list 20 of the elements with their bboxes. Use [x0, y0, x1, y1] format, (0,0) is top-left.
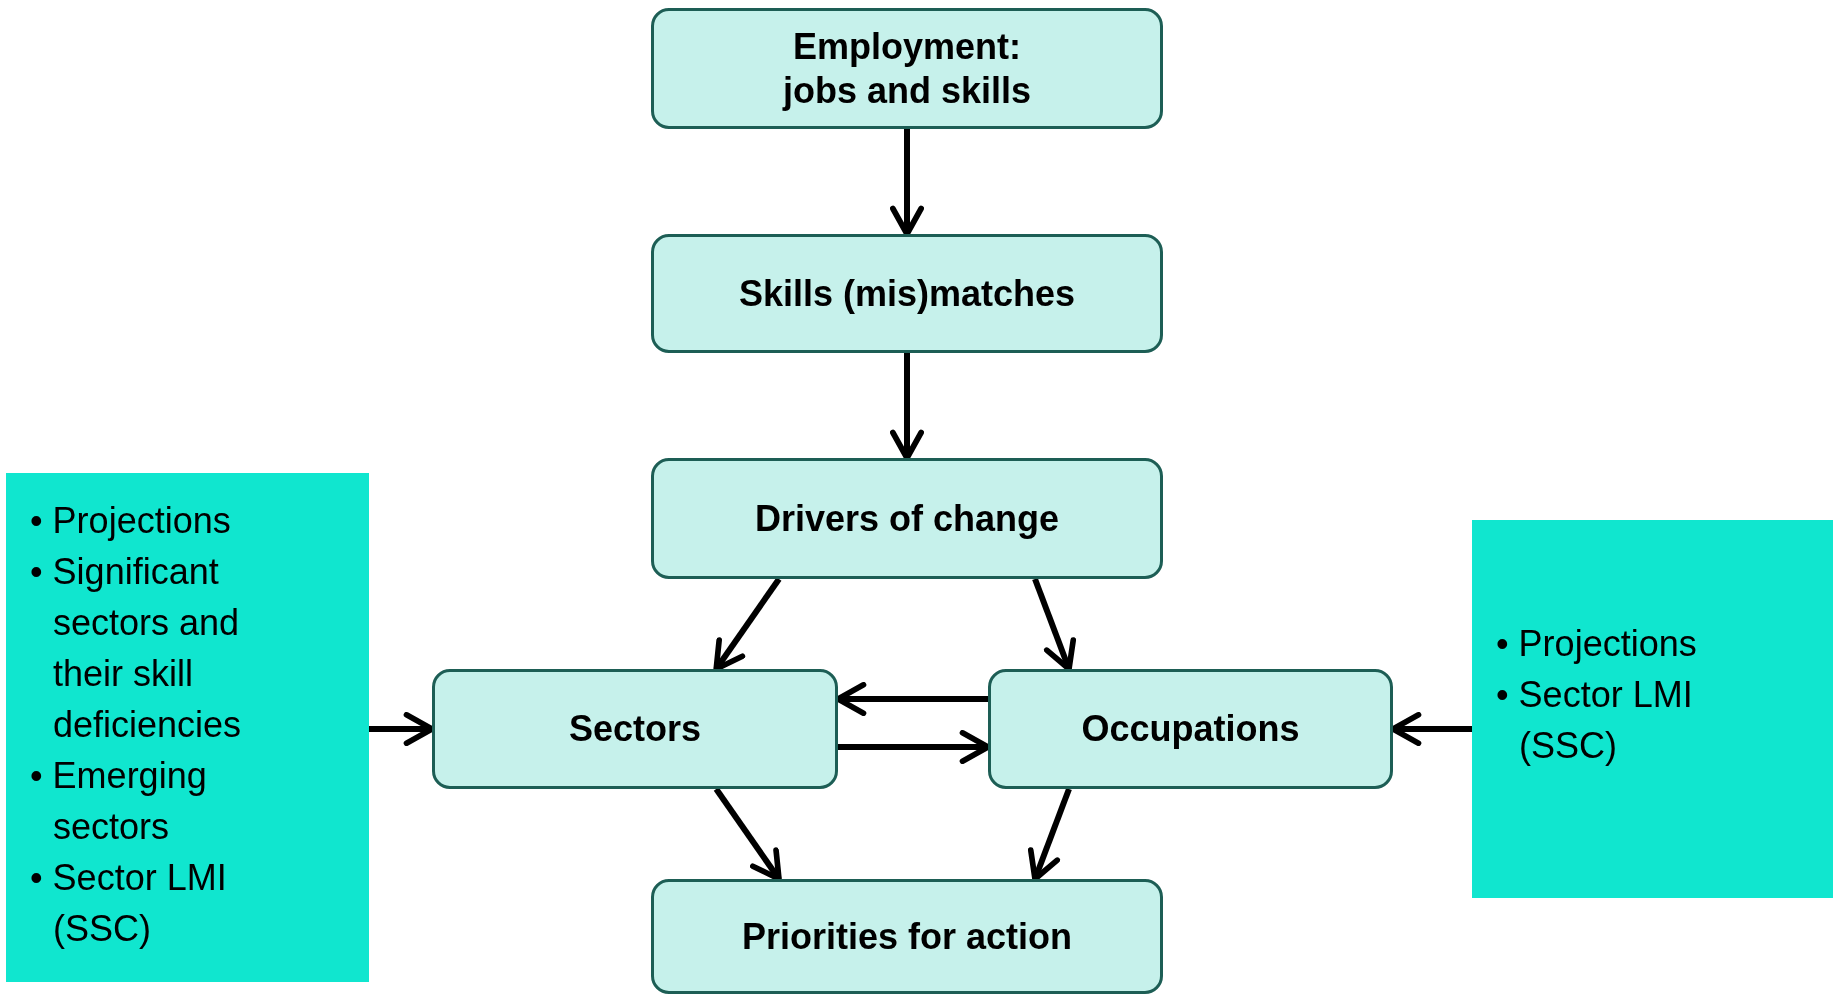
box-label: Priorities for action	[741, 914, 1073, 959]
process-box	[651, 8, 1163, 129]
process-box	[651, 234, 1163, 353]
box-label: Drivers of change	[754, 496, 1060, 541]
bullet-item: • Projections	[30, 499, 232, 543]
bullet-item: • Emerging sectors	[30, 754, 208, 849]
process-box	[988, 669, 1393, 789]
bullet-item: • Projections	[1496, 622, 1698, 666]
bullet-panel	[6, 473, 369, 982]
bullet-panel	[1472, 520, 1833, 898]
process-box	[432, 669, 838, 789]
box-label: Sectors	[568, 707, 702, 751]
bullet-item: • Significant sectors and their skill deficiencies	[30, 550, 243, 747]
bullet-item: • Sector LMI (SSC)	[30, 856, 228, 951]
process-box	[651, 458, 1163, 579]
bullet-item: • Sector LMI (SSC)	[1496, 673, 1694, 768]
box-label: Occupations	[1081, 707, 1300, 751]
box-label: Employment: jobs and skills	[781, 24, 1033, 113]
box-label: Skills (mis)matches	[738, 271, 1076, 316]
process-box	[651, 879, 1163, 994]
